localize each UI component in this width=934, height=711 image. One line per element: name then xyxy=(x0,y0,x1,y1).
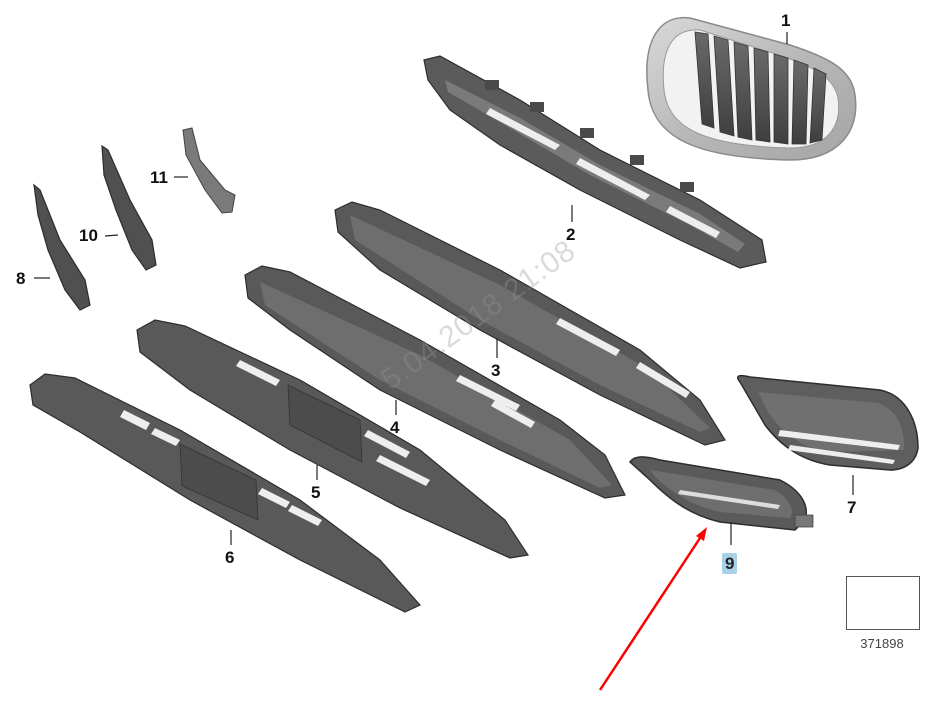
callout-4: 4 xyxy=(390,418,400,437)
part-8-trim-strip xyxy=(33,183,91,311)
part-10-trim-strip xyxy=(101,144,157,271)
callout-6: 6 xyxy=(225,548,235,567)
part-4-grille-strip xyxy=(244,265,626,499)
part-7-side-intake-grille xyxy=(737,374,919,471)
callout-10: 10 xyxy=(79,226,98,245)
part-9-fog-light-cover xyxy=(628,456,814,531)
part-2-grille-carrier xyxy=(423,55,767,269)
leader-lines xyxy=(34,32,854,545)
part-5-grille-strip xyxy=(136,319,530,559)
callout-7: 7 xyxy=(847,498,857,517)
reference-box xyxy=(846,576,920,630)
callout-2: 2 xyxy=(566,225,576,244)
reference-number: 371898 xyxy=(860,636,904,651)
callout-8: 8 xyxy=(16,269,26,288)
part-6-grille-strip xyxy=(29,373,421,613)
callout-3: 3 xyxy=(491,361,501,380)
part-11-bracket xyxy=(182,127,236,214)
callout-11: 11 xyxy=(150,168,168,187)
callout-9-highlighted: 9 xyxy=(722,553,738,574)
part-1-kidney-grille xyxy=(646,16,857,161)
callout-1: 1 xyxy=(781,11,791,30)
callout-5: 5 xyxy=(311,483,321,502)
part-3-grille-strip xyxy=(334,201,726,446)
red-arrow-annotation xyxy=(598,527,707,691)
